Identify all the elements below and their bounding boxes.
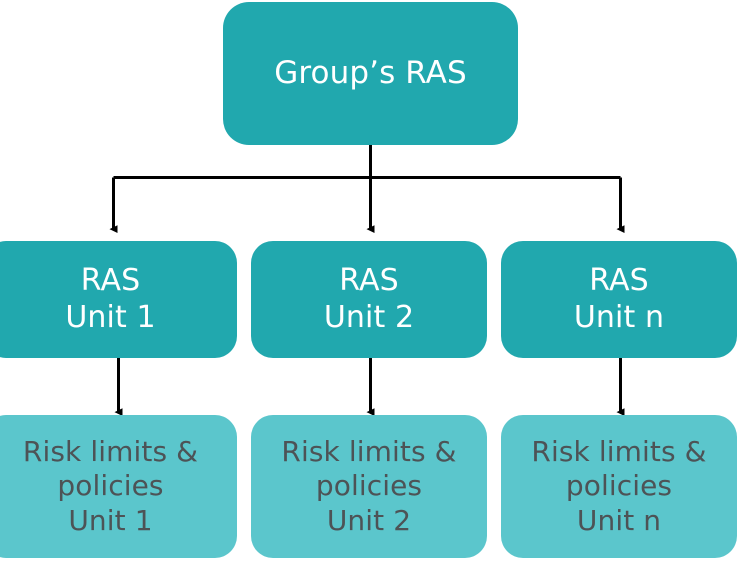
node-ras-unit-n[interactable]: RAS Unit n: [501, 241, 737, 358]
node-ras-unit-1[interactable]: RAS Unit 1: [0, 241, 237, 358]
node-ras-unit-2[interactable]: RAS Unit 2: [251, 241, 487, 358]
node-risk-limits-policies-unit-n[interactable]: Risk limits & policies Unit n: [501, 415, 737, 558]
node-risk-limits-policies-unit-1[interactable]: Risk limits & policies Unit 1: [0, 415, 237, 558]
node-risk-limits-policies-unit-2[interactable]: Risk limits & policies Unit 2: [251, 415, 487, 558]
node-group-ras[interactable]: Group’s RAS: [223, 2, 518, 145]
